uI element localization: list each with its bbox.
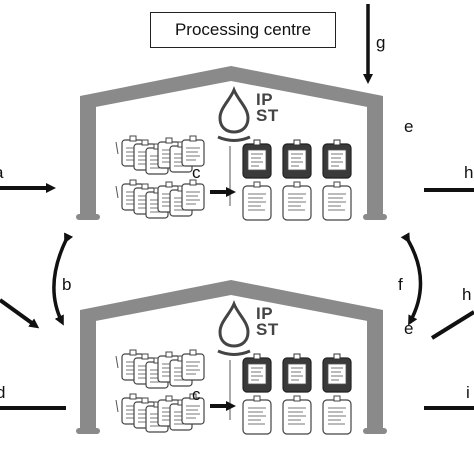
- line-h-mid: [430, 310, 474, 340]
- logo-text-top: IP ST: [256, 90, 279, 126]
- logo-line2: ST: [256, 320, 279, 340]
- label-c-bottom: c: [192, 385, 201, 404]
- arrow-diagonal-left: [0, 298, 40, 329]
- label-i: i: [466, 383, 470, 402]
- label-e-bottom: e: [404, 319, 414, 338]
- logo-text-bottom: IP ST: [256, 304, 279, 340]
- bottom-facility: [76, 280, 387, 434]
- label-h-mid: h: [462, 285, 472, 304]
- top-facility: [76, 66, 387, 220]
- label-h-top: h: [464, 163, 474, 182]
- logo-line1: IP: [256, 304, 274, 323]
- label-b: b: [62, 275, 72, 294]
- label-a: a: [0, 164, 3, 181]
- label-f: f: [398, 275, 403, 294]
- label-d: d: [0, 383, 6, 402]
- logo-line2: ST: [256, 106, 279, 126]
- arrow-f: [400, 232, 423, 326]
- processing-centre-label: Processing centre: [174, 20, 312, 39]
- label-e-top: e: [404, 117, 414, 136]
- processing-centre-box: Processing centre: [150, 12, 336, 48]
- logo-line1: IP: [256, 90, 274, 109]
- label-g: g: [376, 33, 386, 52]
- label-c-top: c: [192, 163, 201, 182]
- arrow-b: [52, 232, 74, 326]
